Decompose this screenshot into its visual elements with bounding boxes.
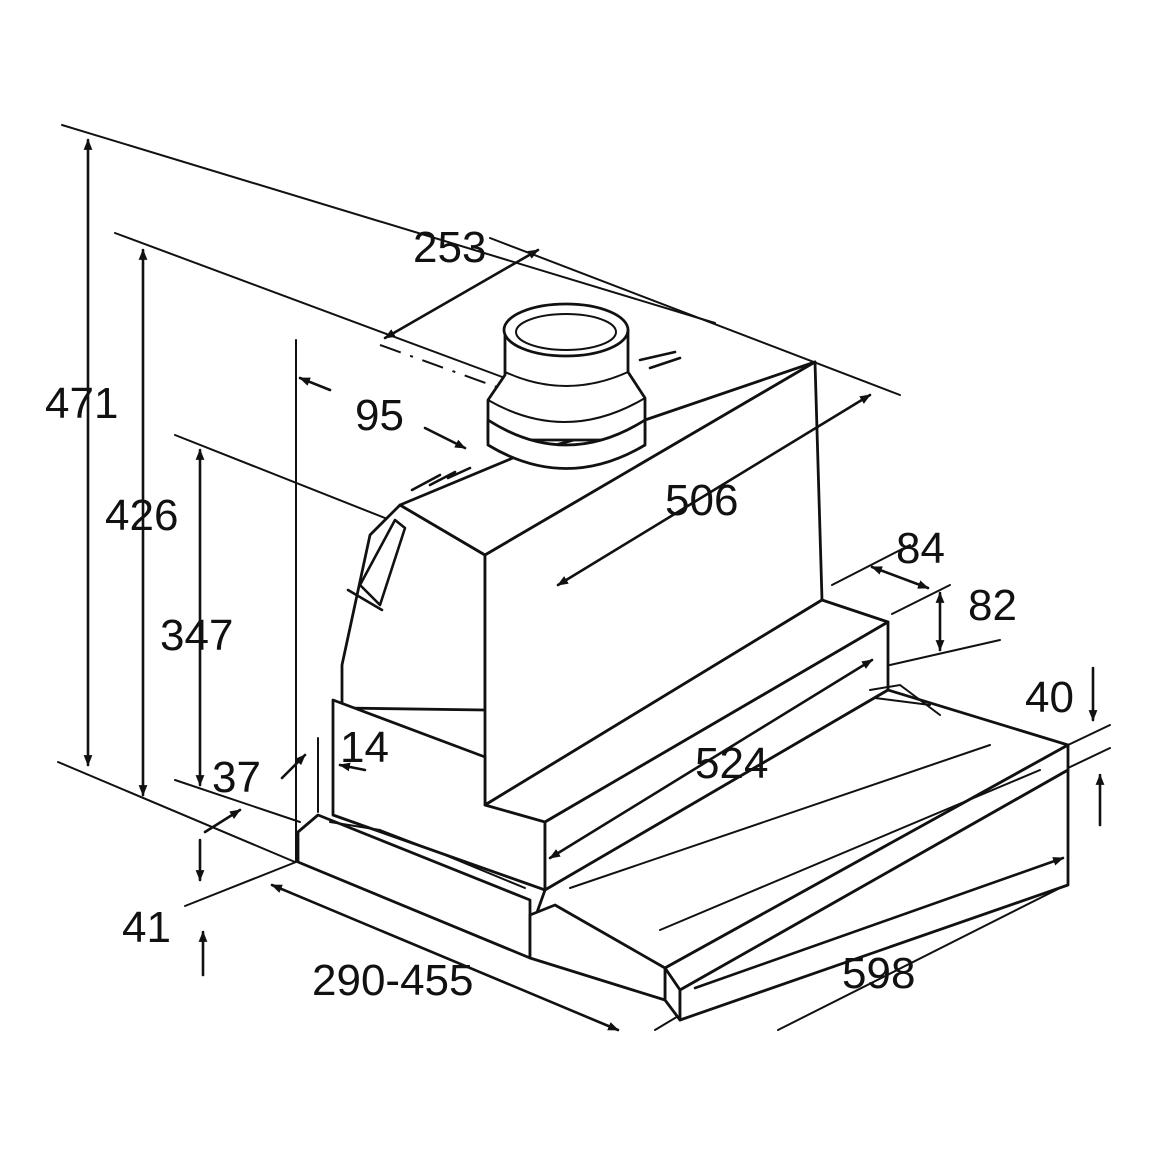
arrow-95-left bbox=[298, 376, 332, 392]
arrow-253 bbox=[383, 248, 540, 340]
arrow-41-diag bbox=[203, 808, 242, 834]
dimension-labels: 471 426 347 37 14 41 95 253 506 84 82 40… bbox=[45, 223, 1074, 1005]
label-41: 41 bbox=[122, 903, 171, 952]
label-40: 40 bbox=[1025, 673, 1074, 722]
arrow-84 bbox=[870, 565, 930, 590]
label-524: 524 bbox=[695, 739, 768, 788]
label-95: 95 bbox=[355, 391, 404, 440]
arrow-290-455 bbox=[270, 883, 620, 1032]
arrow-598 bbox=[693, 856, 1065, 990]
arrow-506 bbox=[556, 393, 872, 587]
label-253: 253 bbox=[413, 223, 486, 272]
label-84: 84 bbox=[896, 524, 945, 573]
arrow-14-right bbox=[338, 762, 367, 772]
label-598: 598 bbox=[842, 949, 915, 998]
label-506: 506 bbox=[665, 476, 738, 525]
arrow-37-left bbox=[280, 753, 307, 780]
extension-lines bbox=[57, 124, 1111, 1031]
arrow-524 bbox=[548, 658, 874, 860]
label-426: 426 bbox=[105, 491, 178, 540]
label-347: 347 bbox=[160, 611, 233, 660]
arrow-95-right bbox=[423, 426, 467, 450]
label-37: 37 bbox=[212, 753, 261, 802]
label-471: 471 bbox=[45, 379, 118, 428]
dimension-arrows bbox=[83, 138, 1105, 1032]
label-290-455: 290-455 bbox=[312, 956, 473, 1005]
label-14: 14 bbox=[340, 723, 389, 772]
duct-collar bbox=[486, 302, 647, 470]
label-82: 82 bbox=[968, 581, 1017, 630]
hood-body bbox=[296, 350, 1070, 1022]
